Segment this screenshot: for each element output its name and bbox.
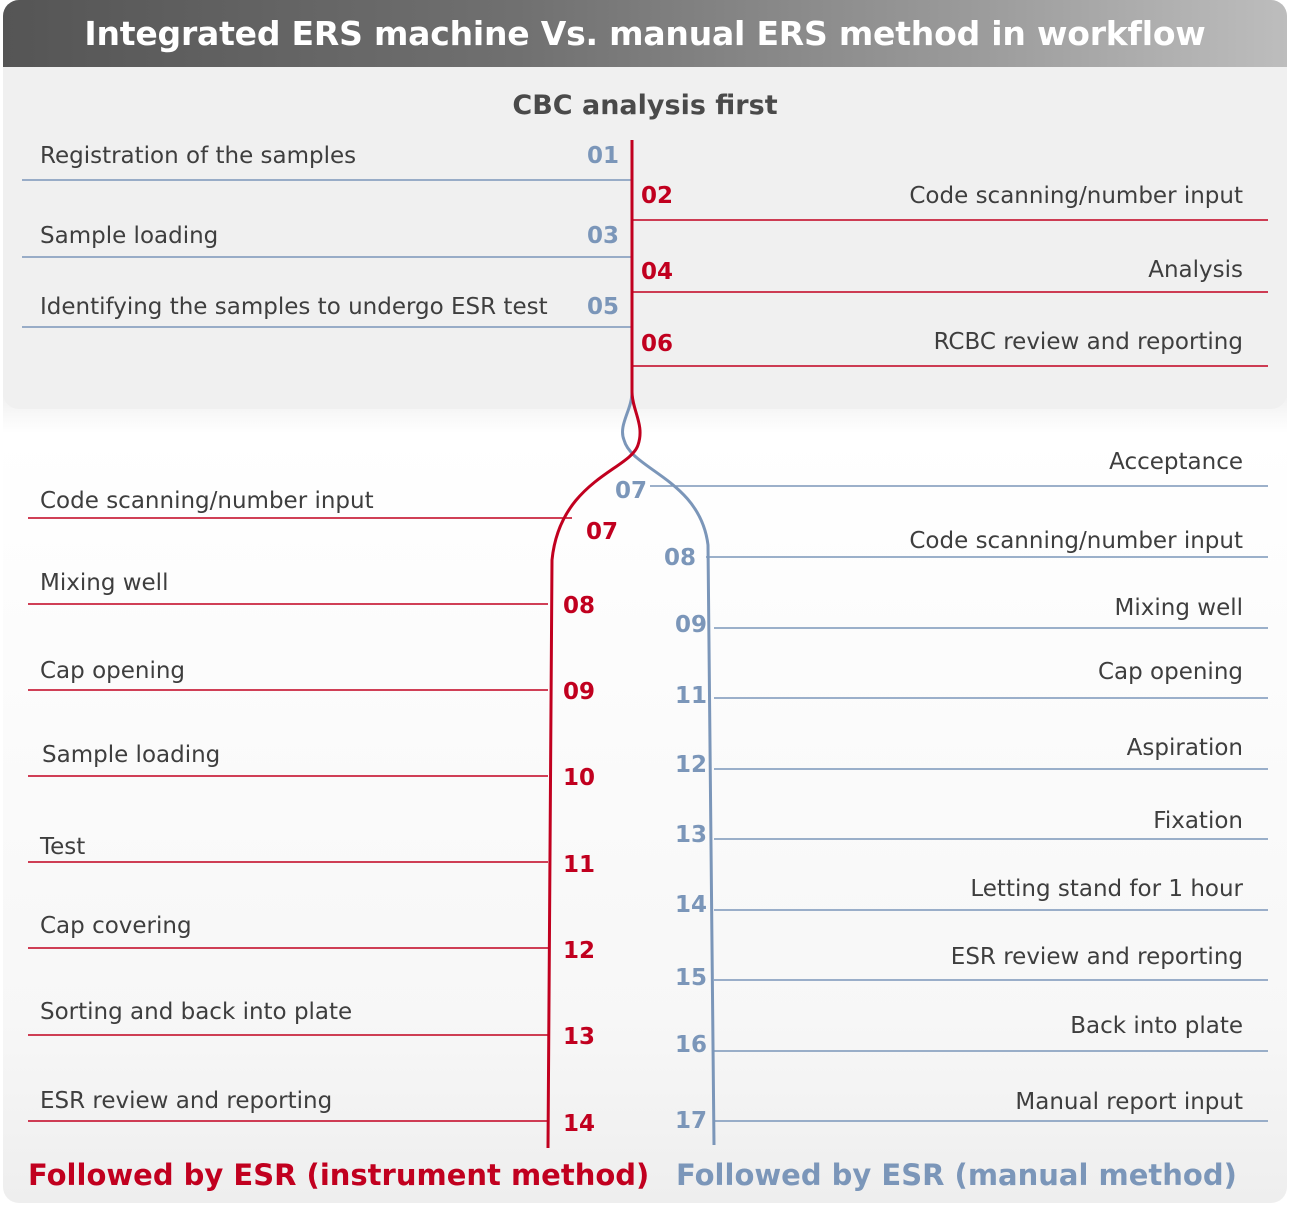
- manual-step-number: 15: [675, 965, 708, 991]
- manual-step-number: 16: [675, 1032, 708, 1058]
- step-number: 06: [641, 331, 674, 357]
- manual-step-number: 17: [675, 1108, 708, 1134]
- step-number: 03: [587, 223, 620, 249]
- step-number: 02: [641, 183, 674, 209]
- manual-step-label: Aspiration: [1126, 735, 1243, 761]
- manual-step-label: Fixation: [1153, 808, 1243, 834]
- instrument-step-label: Sample loading: [42, 742, 221, 768]
- instrument-step-number: 12: [563, 938, 596, 964]
- step-label: Identifying the samples to undergo ESR t…: [40, 294, 548, 320]
- step-label: Analysis: [1148, 257, 1243, 283]
- instrument-step-number: 09: [563, 679, 596, 705]
- instrument-step-label: ESR review and reporting: [40, 1088, 333, 1114]
- manual-step-label: Manual report input: [1015, 1089, 1243, 1115]
- manual-step-number: 08: [664, 545, 697, 571]
- step-label: Sample loading: [40, 223, 219, 249]
- step-label: Registration of the samples: [40, 143, 357, 169]
- manual-step-number: 13: [675, 822, 708, 848]
- manual-step-number: 11: [675, 683, 708, 709]
- step-number: 05: [587, 294, 620, 320]
- cbc-panel: [3, 67, 1287, 409]
- instrument-step-label: Cap opening: [40, 658, 186, 684]
- step-number: 01: [587, 143, 620, 169]
- manual-step-label: Back into plate: [1070, 1013, 1243, 1039]
- manual-method-title: Followed by ESR (manual method): [676, 1158, 1237, 1192]
- instrument-step-number: 10: [563, 765, 596, 791]
- instrument-method-title: Followed by ESR (instrument method): [28, 1158, 650, 1192]
- title-bar: Integrated ERS machine Vs. manual ERS me…: [3, 0, 1287, 67]
- step-number: 04: [641, 259, 674, 285]
- manual-step-number: 12: [675, 752, 708, 778]
- manual-step-label: ESR review and reporting: [950, 944, 1243, 970]
- instrument-step-label: Sorting and back into plate: [40, 999, 353, 1025]
- instrument-branch: [546, 391, 642, 1149]
- manual-step-label: Cap opening: [1097, 659, 1243, 685]
- instrument-step-number: 13: [563, 1024, 596, 1050]
- manual-step-label: Letting stand for 1 hour: [970, 876, 1243, 902]
- manual-step-label: Code scanning/number input: [909, 528, 1243, 554]
- manual-step-number: 09: [675, 612, 708, 638]
- manual-step-number: 07: [615, 478, 648, 504]
- manual-step-number: 14: [675, 892, 708, 918]
- instrument-step-label: Mixing well: [40, 570, 169, 596]
- instrument-step-number: 14: [563, 1111, 596, 1137]
- instrument-step-label: Code scanning/number input: [40, 488, 374, 514]
- subtitle: CBC analysis first: [512, 90, 778, 121]
- step-label: RCBC review and reporting: [933, 329, 1243, 355]
- instrument-step-label: Test: [40, 834, 86, 860]
- instrument-step-label: Cap covering: [40, 913, 192, 939]
- instrument-step-number: 08: [563, 593, 596, 619]
- manual-step-label: Acceptance: [1109, 449, 1243, 475]
- manual-step-label: Mixing well: [1114, 595, 1243, 621]
- step-label: Code scanning/number input: [909, 183, 1243, 209]
- instrument-step-number: 07: [586, 519, 619, 545]
- instrument-step-number: 11: [563, 852, 596, 878]
- page-title: Integrated ERS machine Vs. manual ERS me…: [84, 14, 1206, 53]
